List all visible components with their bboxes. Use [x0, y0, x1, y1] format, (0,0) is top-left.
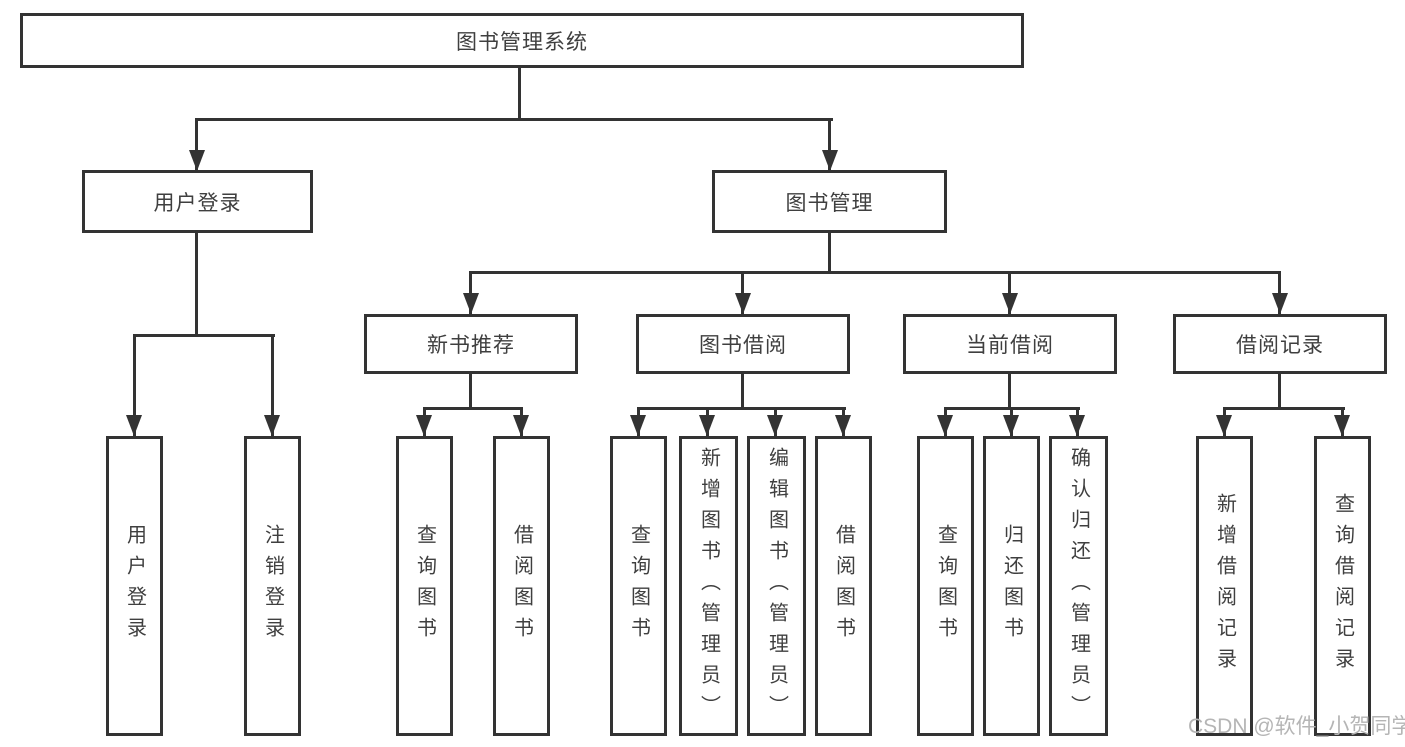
arrowhead-down	[835, 415, 851, 436]
node-borrow-records-label: 借阅记录	[1236, 334, 1324, 357]
leaf-add-book-admin-label: 新增图书（管理员）	[697, 446, 720, 726]
arrowhead-down	[1216, 415, 1232, 436]
node-library-system: 图书管理系统	[20, 13, 1024, 68]
leaf-borrow-books-label: 借阅图书	[832, 524, 855, 648]
csdn-watermark: CSDN @软件_小贺同学	[1188, 715, 1405, 738]
arrowhead-down	[1003, 415, 1019, 436]
node-borrow-records: 借阅记录	[1173, 314, 1387, 374]
arrowhead-down	[822, 150, 838, 171]
node-book-management-label: 图书管理	[785, 191, 874, 215]
leaf-user-login-label: 用户登录	[123, 524, 146, 648]
connector-line	[518, 68, 521, 121]
leaf-query-borrow-record-label: 查询借阅记录	[1331, 493, 1354, 679]
arrowhead-down	[699, 415, 715, 436]
node-user-login-label: 用户登录	[153, 191, 242, 215]
arrowhead-down	[463, 293, 479, 314]
arrowhead-down	[937, 415, 953, 436]
leaf-confirm-return-admin: 确认归还（管理员）	[1049, 436, 1108, 736]
connector-line	[271, 334, 274, 436]
connector-line	[828, 118, 831, 171]
node-current-borrow: 当前借阅	[903, 314, 1117, 374]
arrowhead-down	[126, 415, 142, 436]
leaf-return-book-label: 归还图书	[1000, 524, 1023, 648]
leaf-logout-label: 注销登录	[261, 524, 284, 648]
leaf-confirm-return-admin-label: 确认归还（管理员）	[1067, 446, 1090, 726]
arrowhead-down	[630, 415, 646, 436]
leaf-query-books-borrow: 查询图书	[610, 436, 667, 736]
leaf-borrow-books: 借阅图书	[815, 436, 872, 736]
connector-line	[423, 407, 523, 410]
node-user-login: 用户登录	[82, 170, 313, 233]
leaf-query-books-borrow-label: 查询图书	[627, 524, 650, 648]
node-new-book-recommend-label: 新书推荐	[427, 334, 515, 357]
leaf-edit-book-admin: 编辑图书（管理员）	[747, 436, 806, 736]
leaf-logout: 注销登录	[244, 436, 301, 736]
connector-line	[1008, 374, 1011, 410]
connector-line	[741, 271, 744, 314]
leaf-borrow-books-recommend-label: 借阅图书	[510, 524, 533, 648]
connector-line	[637, 407, 846, 410]
arrowhead-down	[1002, 293, 1018, 314]
connector-line	[133, 334, 275, 337]
arrowhead-down	[767, 415, 783, 436]
connector-line	[195, 118, 198, 171]
leaf-add-borrow-record: 新增借阅记录	[1196, 436, 1253, 736]
connector-line	[469, 271, 472, 314]
connector-line	[1223, 407, 1345, 410]
node-book-borrow-label: 图书借阅	[699, 334, 787, 357]
leaf-add-borrow-record-label: 新增借阅记录	[1213, 493, 1236, 679]
node-book-management: 图书管理	[712, 170, 947, 233]
leaf-add-book-admin: 新增图书（管理员）	[679, 436, 738, 736]
leaf-query-books-recommend-label: 查询图书	[413, 524, 436, 648]
arrowhead-down	[735, 293, 751, 314]
connector-line	[1278, 271, 1281, 314]
connector-line	[1278, 374, 1281, 410]
arrowhead-down	[1334, 415, 1350, 436]
leaf-query-books-current: 查询图书	[917, 436, 974, 736]
connector-line	[828, 233, 831, 274]
node-book-borrow: 图书借阅	[636, 314, 850, 374]
leaf-query-borrow-record: 查询借阅记录	[1314, 436, 1371, 736]
leaf-return-book: 归还图书	[983, 436, 1040, 736]
connector-line	[741, 374, 744, 410]
connector-line	[469, 374, 472, 410]
leaf-borrow-books-recommend: 借阅图书	[493, 436, 550, 736]
leaf-query-books-recommend: 查询图书	[396, 436, 453, 736]
leaf-query-books-current-label: 查询图书	[934, 524, 957, 648]
arrowhead-down	[264, 415, 280, 436]
connector-line	[195, 118, 833, 121]
leaf-edit-book-admin-label: 编辑图书（管理员）	[765, 446, 788, 726]
leaf-user-login: 用户登录	[106, 436, 163, 736]
connector-line	[469, 271, 1281, 274]
arrowhead-down	[513, 415, 529, 436]
arrowhead-down	[189, 150, 205, 171]
node-new-book-recommend: 新书推荐	[364, 314, 578, 374]
arrowhead-down	[416, 415, 432, 436]
arrowhead-down	[1272, 293, 1288, 314]
connector-line	[1008, 271, 1011, 314]
connector-line	[133, 334, 136, 436]
node-current-borrow-label: 当前借阅	[966, 334, 1054, 357]
node-library-system-label: 图书管理系统	[456, 30, 588, 54]
arrowhead-down	[1069, 415, 1085, 436]
connector-line	[195, 233, 198, 337]
